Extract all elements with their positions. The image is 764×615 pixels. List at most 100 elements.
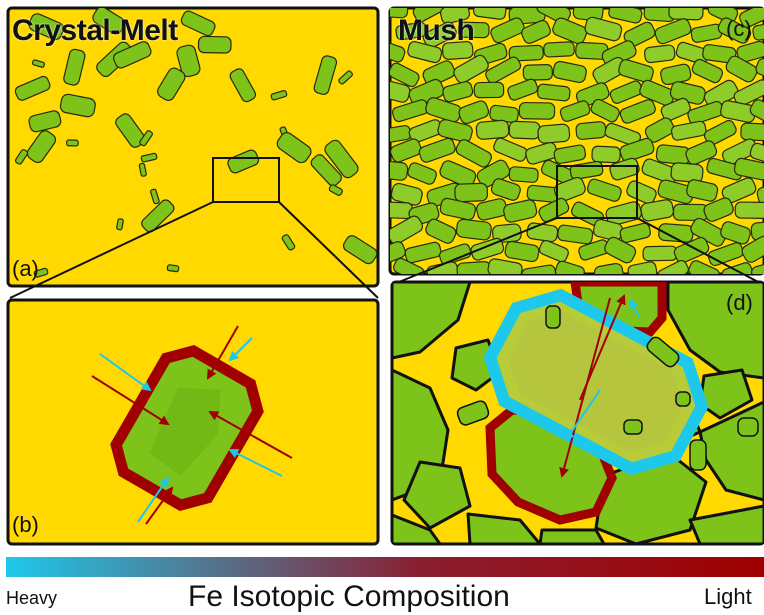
crystal-grain bbox=[422, 60, 456, 87]
crystal-grain bbox=[490, 178, 521, 201]
crystal-grain bbox=[725, 55, 758, 83]
crystal-grain bbox=[640, 199, 674, 222]
crystal-grain bbox=[734, 201, 764, 220]
crystal-grain bbox=[553, 176, 586, 202]
crystal-grain bbox=[166, 264, 180, 273]
panel-c-label: (c) bbox=[726, 16, 752, 41]
crystal-grain bbox=[457, 21, 490, 39]
crystal-grain bbox=[703, 197, 734, 222]
crystal-grain bbox=[441, 41, 474, 60]
crystal-grain bbox=[393, 257, 425, 274]
crystal-grain bbox=[390, 159, 409, 181]
crystal-grain bbox=[270, 89, 288, 101]
crystal-grain bbox=[552, 17, 588, 45]
crystal-grain bbox=[407, 162, 437, 185]
crystal-grain bbox=[422, 21, 457, 49]
crystal-grain bbox=[456, 261, 492, 274]
crystal-grain bbox=[63, 48, 86, 86]
crystal-grain bbox=[538, 239, 569, 263]
heavy-rim-grain-center bbox=[483, 288, 709, 476]
crystal-grain bbox=[644, 117, 675, 143]
fe-isotope-gradient-bar bbox=[6, 557, 764, 577]
legend-title: Fe Isotopic Composition bbox=[188, 580, 510, 613]
crystal-grain bbox=[720, 221, 751, 245]
diffusion-arrows-d bbox=[559, 294, 641, 478]
crystal-grain bbox=[310, 154, 342, 187]
interstitial-crystals bbox=[456, 305, 759, 471]
panel-c-mush bbox=[388, 6, 764, 276]
crystal-grain bbox=[475, 119, 510, 140]
crystal-grain bbox=[503, 199, 538, 223]
crystal-grain bbox=[707, 8, 739, 24]
crystal-grain bbox=[619, 222, 652, 243]
crystal-grain bbox=[453, 54, 489, 84]
crystal-grain bbox=[655, 144, 691, 165]
crystal-grain bbox=[116, 218, 124, 231]
crystal-grain bbox=[139, 130, 153, 147]
crystal-grain bbox=[176, 44, 201, 78]
crystal-grain bbox=[536, 8, 572, 24]
crystal-grain bbox=[395, 21, 427, 41]
crystal-grain bbox=[736, 40, 764, 63]
crystal-grain bbox=[28, 13, 65, 41]
crystal-grain bbox=[418, 137, 456, 163]
crystal-grain bbox=[575, 121, 607, 140]
crystal-grain bbox=[324, 139, 359, 179]
crystal-grain bbox=[741, 235, 764, 263]
crystal-grain bbox=[756, 182, 764, 206]
crystal-grain bbox=[537, 123, 571, 144]
crystal-grain bbox=[557, 224, 594, 245]
crystal-grain bbox=[504, 240, 540, 263]
crystal-grain bbox=[703, 119, 737, 146]
crystal-grain bbox=[138, 162, 147, 177]
crystal-grain bbox=[458, 100, 490, 125]
crystal-grain bbox=[508, 44, 544, 62]
panel-c-crystals bbox=[390, 8, 764, 274]
crystal-grain bbox=[485, 56, 522, 84]
crystal-grain bbox=[750, 220, 764, 241]
crystal-grain bbox=[717, 17, 752, 44]
crystal-grain bbox=[749, 142, 764, 167]
crystal-grain bbox=[26, 130, 57, 164]
crystal-grain bbox=[593, 262, 624, 274]
crystal-grain bbox=[328, 184, 343, 196]
crystal-grain bbox=[92, 8, 125, 35]
crystal-grain bbox=[507, 78, 539, 101]
crystal-grain bbox=[586, 178, 622, 202]
crystal-grain bbox=[508, 120, 541, 140]
crystal-grain bbox=[439, 197, 477, 221]
crystal-grain bbox=[654, 18, 692, 45]
crystal-grain bbox=[487, 258, 523, 274]
crystal-grain bbox=[733, 157, 764, 181]
panel-d-label: (d) bbox=[726, 290, 753, 315]
crystal-grain bbox=[490, 17, 525, 44]
crystal-grain bbox=[437, 119, 473, 143]
legend-light-label: Light bbox=[704, 584, 752, 609]
crystal-grain bbox=[553, 144, 587, 164]
crystal-grain bbox=[473, 81, 505, 99]
crystal-grain bbox=[670, 120, 707, 141]
crystal-grain bbox=[390, 62, 420, 88]
crystal-grain bbox=[755, 58, 764, 83]
crystal-grain bbox=[438, 243, 472, 266]
crystal-grain bbox=[439, 8, 471, 24]
crystal-grain bbox=[407, 41, 443, 64]
zoom-lines-a-b bbox=[9, 201, 379, 299]
crystal-grain bbox=[626, 180, 657, 205]
crystal-grain bbox=[627, 261, 658, 274]
crystal-grain bbox=[454, 182, 489, 203]
crystal-grain bbox=[31, 59, 46, 68]
crystal-grain bbox=[525, 142, 558, 165]
crystal-grain bbox=[442, 81, 474, 103]
crystal-grain bbox=[227, 149, 260, 174]
crystal-grain bbox=[140, 152, 158, 163]
panel-a-crystal-melt bbox=[6, 6, 380, 288]
crystal-grain bbox=[455, 218, 492, 241]
crystal-grain bbox=[584, 16, 623, 42]
crystal-grain bbox=[28, 110, 62, 133]
crystal-grain bbox=[390, 201, 413, 220]
legend-heavy-label: Heavy bbox=[6, 588, 58, 608]
crystal-grain bbox=[281, 234, 296, 251]
crystal-grain bbox=[740, 122, 764, 142]
crystal-grain bbox=[608, 8, 643, 24]
